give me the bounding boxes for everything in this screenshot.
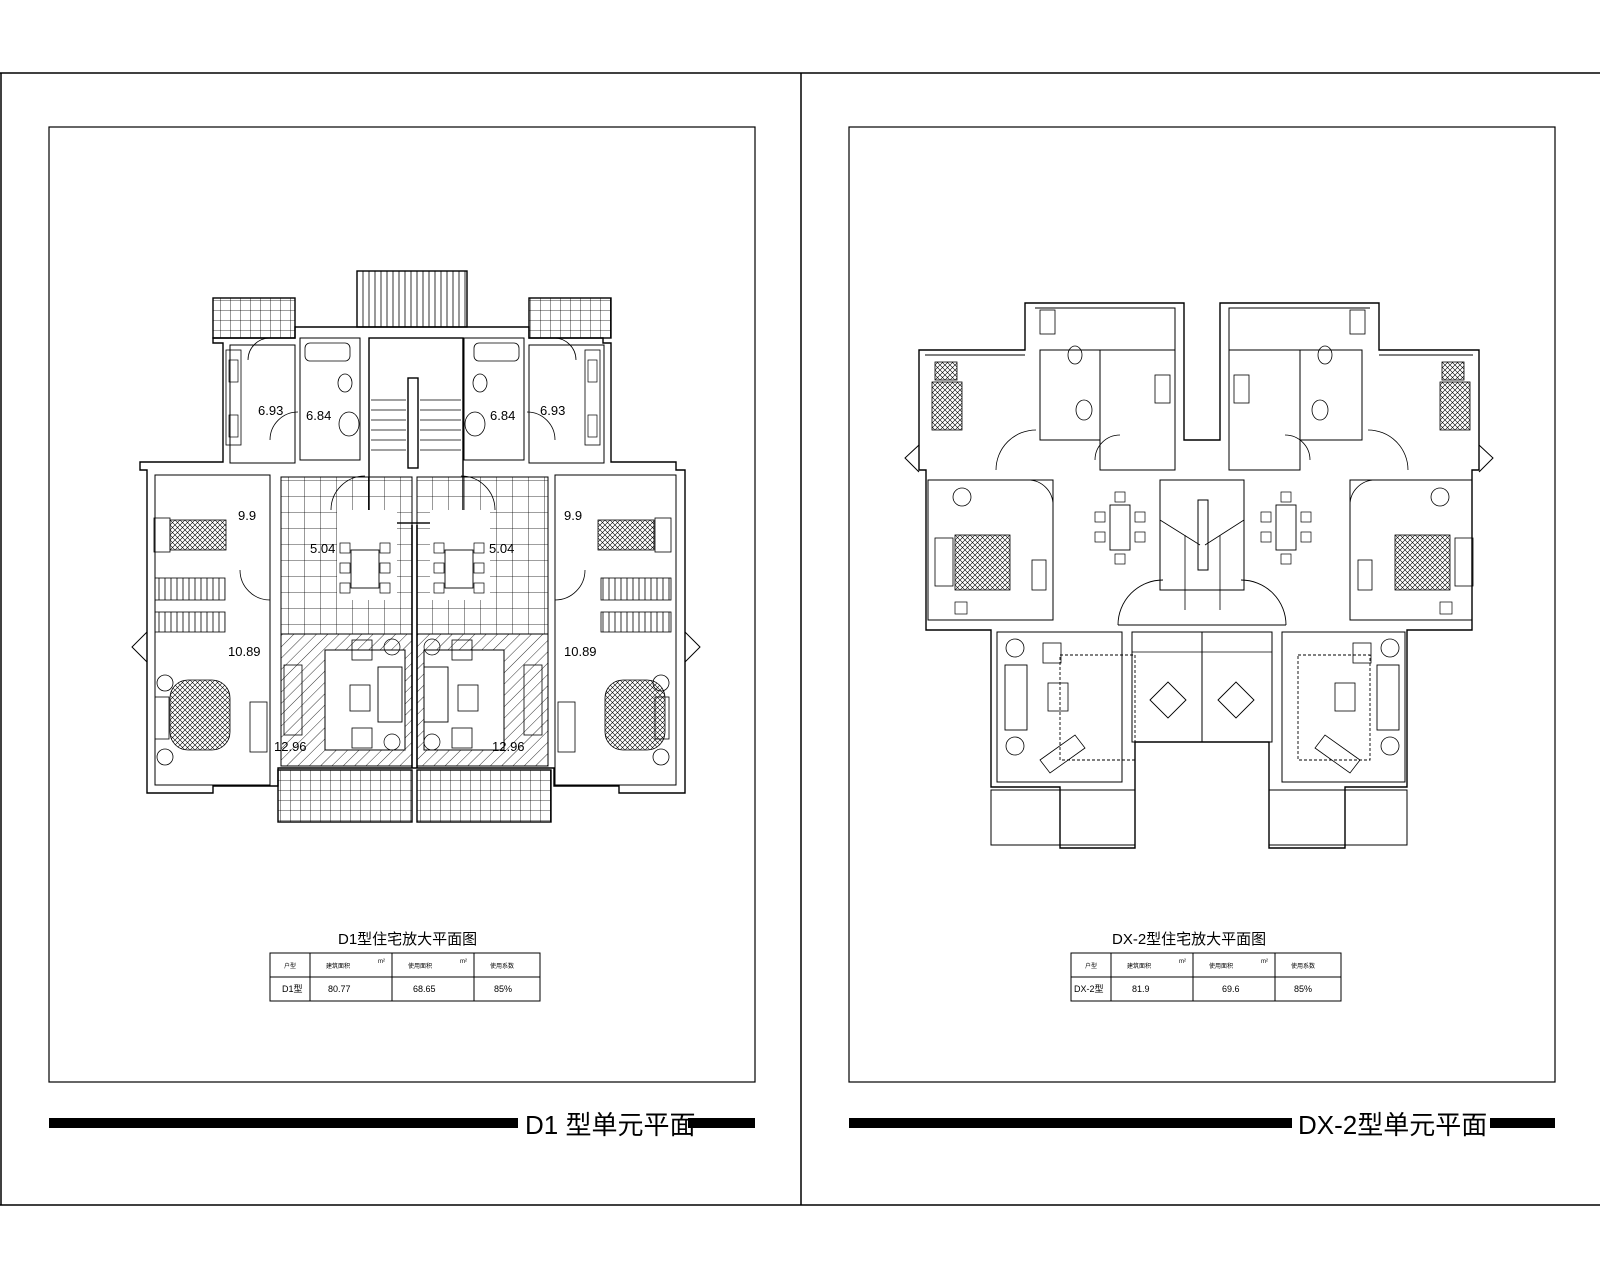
- table-header-cell: 户型: [284, 962, 296, 970]
- table-row-cell: 81.9: [1132, 984, 1150, 994]
- title-bar-right: [1490, 1118, 1555, 1128]
- title-bar-right: [688, 1118, 755, 1128]
- room-area-label: 9.9: [564, 508, 582, 523]
- table-header-cell: m²: [378, 959, 385, 965]
- table-row-cell: 85%: [1294, 984, 1312, 994]
- table-header-cell: 建筑面积: [1127, 962, 1151, 970]
- table-header-cell: m²: [1261, 959, 1268, 965]
- table-row-cell: 80.77: [328, 984, 351, 994]
- table-header-cell: m²: [460, 959, 467, 965]
- table-row-cell: 85%: [494, 984, 512, 994]
- sheet-d1-border: [48, 126, 756, 1083]
- d1-floor-plan: [131, 270, 701, 823]
- table-row-cell: 69.6: [1222, 984, 1240, 994]
- d1-area-table: [269, 952, 541, 1002]
- dx2-sheet-title: DX-2型单元平面: [1298, 1110, 1487, 1140]
- table-header-cell: 建筑面积: [326, 962, 350, 970]
- room-area-label: 12.96: [274, 739, 307, 754]
- table-header-cell: m²: [1179, 959, 1186, 965]
- table-header-cell: 户型: [1085, 962, 1097, 970]
- table-header-cell: 使用系数: [1291, 962, 1315, 970]
- dx2-plan-caption: DX-2型住宅放大平面图: [1112, 931, 1266, 948]
- room-area-label: 6.93: [540, 403, 565, 418]
- d1-plan-caption: D1型住宅放大平面图: [338, 931, 477, 948]
- room-area-label: 10.89: [564, 644, 597, 659]
- outer-frame: [0, 72, 1600, 1206]
- sheet-d1: 6.93 6.84 6.84 6.93 9.9 9.9 5.04 5.04 10…: [48, 126, 756, 1140]
- table-row-cell: D1型: [282, 984, 303, 994]
- room-area-label: 6.93: [258, 403, 283, 418]
- title-bar-left: [849, 1118, 1292, 1128]
- table-header-cell: 使用系数: [490, 962, 514, 970]
- room-area-label: 6.84: [306, 408, 331, 423]
- table-header-cell: 使用面积: [1209, 962, 1233, 970]
- room-area-label: 12.96: [492, 739, 525, 754]
- room-area-label: 9.9: [238, 508, 256, 523]
- room-area-label: 5.04: [310, 541, 335, 556]
- table-header-cell: 使用面积: [408, 962, 432, 970]
- d1-sheet-title: D1 型单元平面: [525, 1110, 695, 1140]
- room-area-label: 6.84: [490, 408, 515, 423]
- sheet-dx2-border: [848, 126, 1556, 1083]
- sheet-dx2: DX-2型住宅放大平面图 户型 建筑面积 m² 使用面积 m² 使用系数 DX-…: [848, 126, 1556, 1140]
- room-area-label: 5.04: [489, 541, 514, 556]
- dx2-area-table: [1070, 952, 1342, 1002]
- dx2-floor-plan: [904, 302, 1494, 849]
- title-bar-left: [49, 1118, 518, 1128]
- table-row-cell: 68.65: [413, 984, 436, 994]
- room-area-label: 10.89: [228, 644, 261, 659]
- d1-room-areas: 6.93 6.84 6.84 6.93 9.9 9.9 5.04 5.04 10…: [228, 403, 597, 754]
- table-row-cell: DX-2型: [1074, 984, 1104, 994]
